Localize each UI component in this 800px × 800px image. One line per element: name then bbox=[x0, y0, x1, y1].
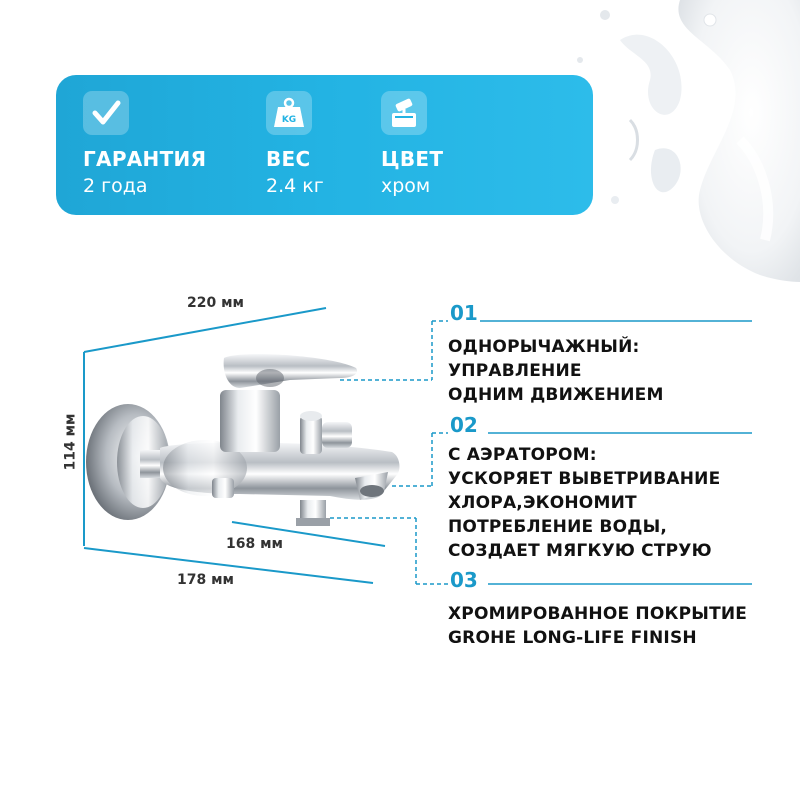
dim-length-label: 220 мм bbox=[187, 295, 244, 311]
dim-height-label: 114 мм bbox=[62, 414, 78, 471]
feature-number: 01 bbox=[450, 301, 478, 325]
feature-number: 02 bbox=[450, 413, 478, 437]
feature-text: С АЭРАТОРОМ: УСКОРЯЕТ ВЫВЕТРИВАНИЕ ХЛОРА… bbox=[448, 443, 720, 563]
dim-depth-label: 168 мм bbox=[226, 536, 283, 552]
feature-number: 03 bbox=[450, 568, 478, 592]
dim-total-label: 178 мм bbox=[177, 572, 234, 588]
faucet-image bbox=[86, 354, 399, 526]
feature-text: ОДНОРЫЧАЖНЫЙ: УПРАВЛЕНИЕ ОДНИМ ДВИЖЕНИЕМ bbox=[448, 335, 664, 407]
feature-text: ХРОМИРОВАННОЕ ПОКРЫТИЕ GROHE LONG-LIFE F… bbox=[448, 602, 747, 650]
dim-line-length bbox=[84, 308, 326, 352]
